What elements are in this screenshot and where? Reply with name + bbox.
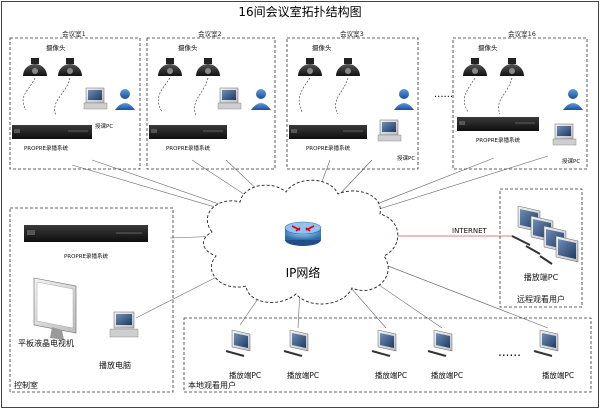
teaching-pc-icon [217,87,242,110]
recorder-icon [457,117,539,131]
camera-icon [336,58,360,76]
room-16-camera-label: 摄像头 [478,43,498,52]
room-16: 摄像头 PROPRE录播系统 授课PC [457,43,583,165]
room-3-name: 会议室3 [340,29,364,38]
room-3-camera-label: 摄像头 [312,43,332,52]
recorder-icon [289,125,367,139]
user-icon [115,89,135,110]
recorder-icon [149,125,227,139]
room-2: 摄像头 PROPRE录播系统 [149,43,271,152]
room-2-recorder-label: PROPRE录播系统 [166,144,211,152]
teaching-pc-icon [552,123,577,146]
control-room: PROPRE录播系统 平板液晶电视机 播放电脑 控制室 [14,225,148,390]
camera-icon [196,58,220,76]
local-users: ...... 播放端PC 播放端PC 播放端PC 播放端PC 播放端PC 本地观… [188,329,574,390]
remote-pc-label: 播放端PC [524,272,559,282]
camera-icon [463,58,487,76]
user-icon [394,89,414,110]
room-2-name: 会议室2 [198,29,222,38]
user-icon [251,89,271,110]
camera-icon [23,58,47,76]
monitor-icon [371,329,397,357]
monitor-icon [225,329,251,357]
room-1: 摄像头 授课PC PROPRE录播系统 [12,43,135,152]
local-pc-label-1: 播放端PC [229,370,261,380]
local-pc-label-4: 播放端PC [431,370,463,380]
ip-network-label: IP网络 [286,265,321,280]
room-16-name: 会议室16 [508,29,536,38]
remote-users-name: 远程观看用户 [517,294,565,304]
local-pc-label-5: 播放端PC [542,370,574,380]
remote-users-box [499,188,583,308]
teaching-pc-icon [377,119,402,142]
group-boxes [9,37,592,393]
room-2-box [146,37,276,170]
room-16-recorder-label: PROPRE录播系统 [476,136,521,144]
monitor-icon [533,329,559,357]
control-room-name: 控制室 [14,380,38,390]
local-pc-label-2: 播放端PC [287,370,319,380]
internet-label: INTERNET [452,227,488,235]
room-1-box [9,37,141,170]
control-pc-label: 播放电脑 [99,360,131,370]
remote-users: 播放端PC 远程观看用户 [511,205,579,304]
control-room-box [9,207,174,393]
recorder-icon [12,125,92,139]
camera-cable [298,77,349,115]
monitor-icon [427,329,453,357]
teaching-pc-icon [83,87,108,110]
control-recorder-label: PROPRE录播系统 [64,252,109,260]
room-3-box [286,37,419,170]
room-3-recorder-label: PROPRE录播系统 [306,144,351,152]
router-icon [284,221,322,246]
camera-icon [500,58,524,76]
room-3: 摄像头 PROPRE录播系统 授课PC [289,43,415,162]
room-1-camera-label: 摄像头 [46,43,66,52]
playback-pc-icon [109,311,139,338]
room-2-camera-label: 摄像头 [178,43,198,52]
more-rooms-ellipsis: ...... [434,89,453,100]
room-16-pc-label: 授课PC [562,157,580,165]
camera-cable [464,77,513,115]
room-1-pc-label: 授课PC [95,122,113,130]
local-users-box [183,317,592,393]
more-users-ellipsis: ...... [498,345,521,359]
control-tv-label: 平板液晶电视机 [18,338,74,348]
monitor-icon [555,235,579,263]
local-pc-label-3: 播放端PC [375,370,407,380]
camera-icon [158,58,182,76]
diagram-title: 16间会议室拓扑结构图 [238,4,361,19]
room-16-box [452,37,588,170]
monitor-icon [283,329,309,357]
room-3-pc-label: 授课PC [397,154,415,162]
tv-icon [33,277,77,340]
camera-icon [298,58,322,76]
camera-cable [22,77,71,117]
room-1-recorder-label: PROPRE录播系统 [24,144,69,152]
room-1-name: 会议室1 [62,29,86,38]
recorder-icon [24,225,148,242]
camera-cable [158,77,209,117]
camera-icon [58,58,82,76]
local-users-name: 本地观看用户 [188,380,236,390]
user-icon [563,89,583,110]
